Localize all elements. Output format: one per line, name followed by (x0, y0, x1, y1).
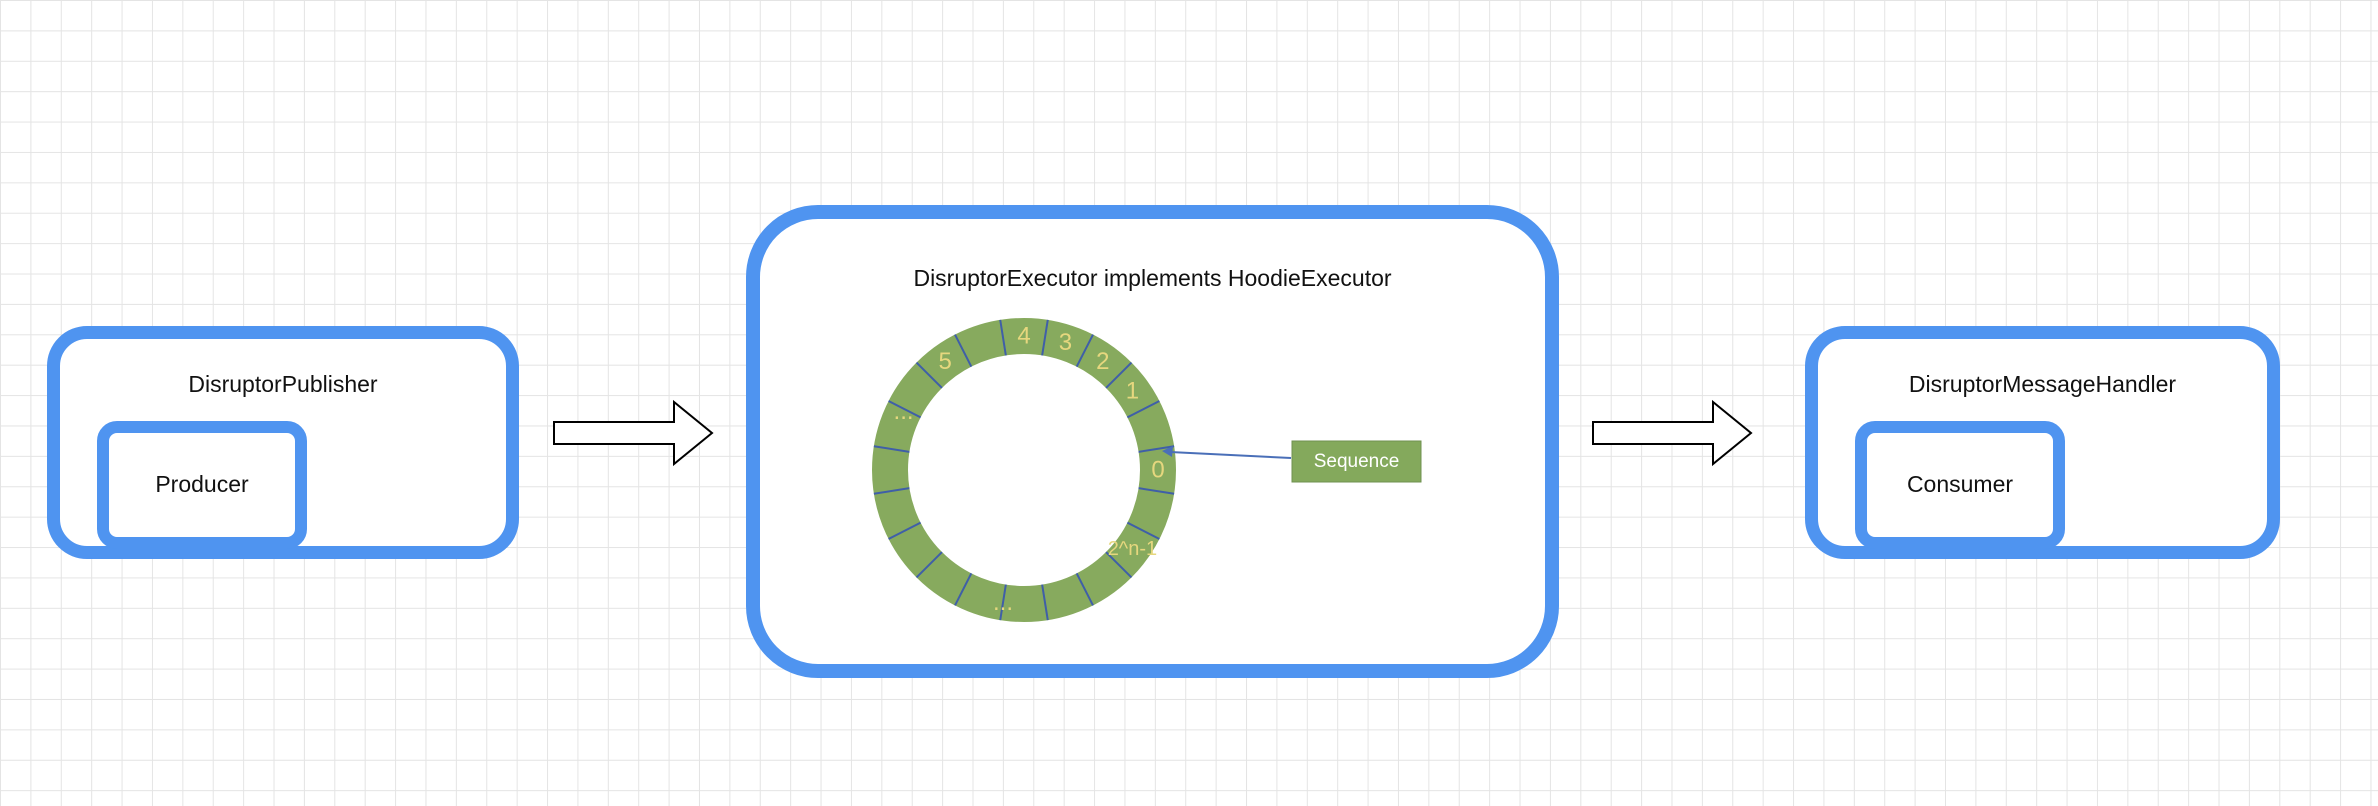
handler-title: DisruptorMessageHandler (1908, 371, 2177, 397)
ring-divider (873, 445, 910, 453)
ring-divider (999, 319, 1007, 356)
ring-slot-label: 3 (1059, 329, 1072, 356)
ring-divider (1105, 361, 1133, 389)
ring-divider (954, 334, 973, 368)
ring-track (872, 318, 1176, 622)
ring-divider (1075, 334, 1094, 368)
sequence-pointer-head (1162, 446, 1173, 457)
publisher-box: DisruptorPublisher Producer (47, 326, 519, 559)
ring-slot-label: 1 (1126, 378, 1139, 405)
flow-arrow-right (1592, 399, 1753, 467)
ring-slot-label: 4 (1017, 323, 1030, 350)
sequence-pointer-line (1169, 451, 1292, 459)
sequence-box (1291, 440, 1422, 483)
ring-divider (915, 551, 943, 579)
ring-divider (915, 361, 943, 389)
ring-buffer: 5 4 321 0... 2^n-1... Sequence (872, 318, 1422, 622)
producer-box: Producer (97, 421, 307, 549)
flow-arrow-right (553, 399, 714, 467)
ring-slot-label: 2^n-1 (1108, 538, 1157, 560)
sequence-label: Sequence (1314, 451, 1400, 472)
ring-divider (1138, 445, 1175, 453)
ring-divider (888, 400, 922, 419)
executor-title: DisruptorExecutor implements HoodieExecu… (913, 265, 1392, 291)
ring-divider (888, 521, 922, 540)
consumer-label: Consumer (1906, 471, 2014, 497)
ring-divider (1075, 572, 1094, 606)
ring-slot-label: 2 (1096, 348, 1109, 375)
ring-divider (1126, 521, 1160, 540)
consumer-box: Consumer (1855, 421, 2065, 549)
publisher-title: DisruptorPublisher (188, 371, 378, 397)
producer-label: Producer (155, 471, 249, 497)
executor-box: DisruptorExecutor implements HoodieExecu… (746, 205, 1559, 678)
ring-divider (873, 487, 910, 495)
ring-divider (954, 572, 973, 606)
ring-slot-label: ... (894, 398, 914, 425)
handler-box: DisruptorMessageHandler Consumer (1805, 326, 2280, 559)
ring-slot-label: 0 (1151, 457, 1164, 484)
ring-slot-label: ... (993, 589, 1013, 616)
ring-slot-label: 5 (939, 348, 952, 375)
ring-divider (1041, 584, 1049, 621)
ring-divider (1126, 400, 1160, 419)
ring-divider (999, 584, 1007, 621)
ring-divider (1105, 551, 1133, 579)
ring-divider (1041, 319, 1049, 356)
ring-divider (1138, 487, 1175, 495)
